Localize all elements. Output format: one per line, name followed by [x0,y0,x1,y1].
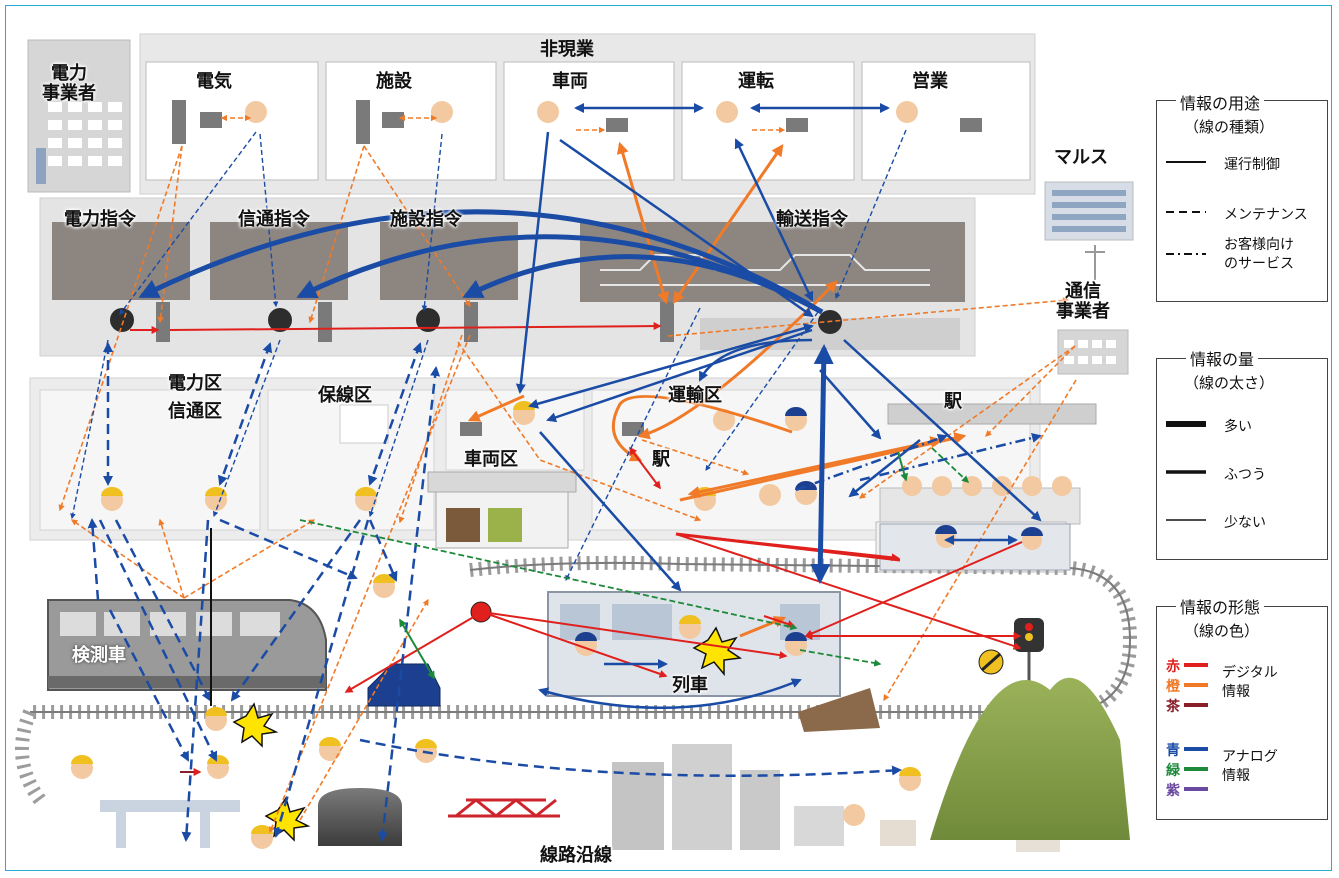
legend-color-blue-char: 青 [1166,740,1180,760]
signal-district-label: 信通区 [168,402,222,422]
legend-usage-subtitle: （線の種類） [1184,116,1274,137]
inspection-car-label: 検測車 [72,646,126,666]
legend-color-orange-char: 橙 [1166,676,1180,696]
legend-volume-item-2: ふつう [1224,464,1266,484]
legend-form-swatches [1184,656,1210,796]
legend-usage-title: 情報の用途 [1176,90,1264,114]
power-district-label: 電力区 [168,374,222,394]
legend-color-brown-char: 茶 [1166,696,1180,716]
train-label: 列車 [672,676,708,696]
non-field-label: 非現業 [540,40,594,60]
track-district-label: 保線区 [318,386,372,406]
legend-volume-swatches [1166,414,1214,534]
vehicle-depot-label: 車両区 [464,450,518,470]
legend-analog-label: アナログ 情報 [1222,748,1278,786]
mars-building [1045,182,1133,240]
legend-usage-item-3: お客様向け のサービス [1224,236,1294,274]
legend-volume-item-3: 少ない [1224,512,1266,532]
mars-label: マルス [1054,148,1108,168]
vehicle-depot-shed [428,472,576,548]
transport-command-label: 輸送指令 [776,210,848,230]
signal-command-label: 信通指令 [238,210,310,230]
legend-volume-subtitle: （線の太さ） [1184,372,1274,393]
legend-form-subtitle: （線の色） [1184,620,1259,641]
telecom-company-label: 通信 事業者 [1056,282,1110,322]
station-top-label: 駅 [944,392,962,412]
legend-volume-title: 情報の量 [1186,346,1258,370]
legend-digital-label: デジタル 情報 [1222,664,1278,702]
facility-dept-label: 施設 [376,72,412,92]
operation-dept-label: 運転 [738,72,774,92]
legend-color-red-char: 赤 [1166,656,1180,676]
transport-district-label: 運輸区 [668,386,722,406]
legend-form-title: 情報の形態 [1176,594,1264,618]
wayside-label: 線路沿線 [540,846,612,866]
station-mid-label: 駅 [652,450,670,470]
legend-volume-item-1: 多い [1224,416,1252,436]
legend-usage-item-1: 運行制御 [1224,154,1280,174]
power-command-label: 電力指令 [64,210,136,230]
speed-sign [979,650,1003,674]
signal-post [1014,618,1044,686]
facility-command-label: 施設指令 [390,210,462,230]
legend-usage-swatches [1166,150,1214,280]
legend-color-purple-char: 紫 [1166,780,1180,800]
legend-usage-item-2: メンテナンス [1224,204,1308,224]
vehicle-dept-label: 車両 [552,72,588,92]
legend-color-green-char: 緑 [1166,760,1180,780]
sales-dept-label: 営業 [912,72,948,92]
electric-dept-label: 電気 [196,72,232,92]
power-company-label: 電力 事業者 [42,64,96,104]
